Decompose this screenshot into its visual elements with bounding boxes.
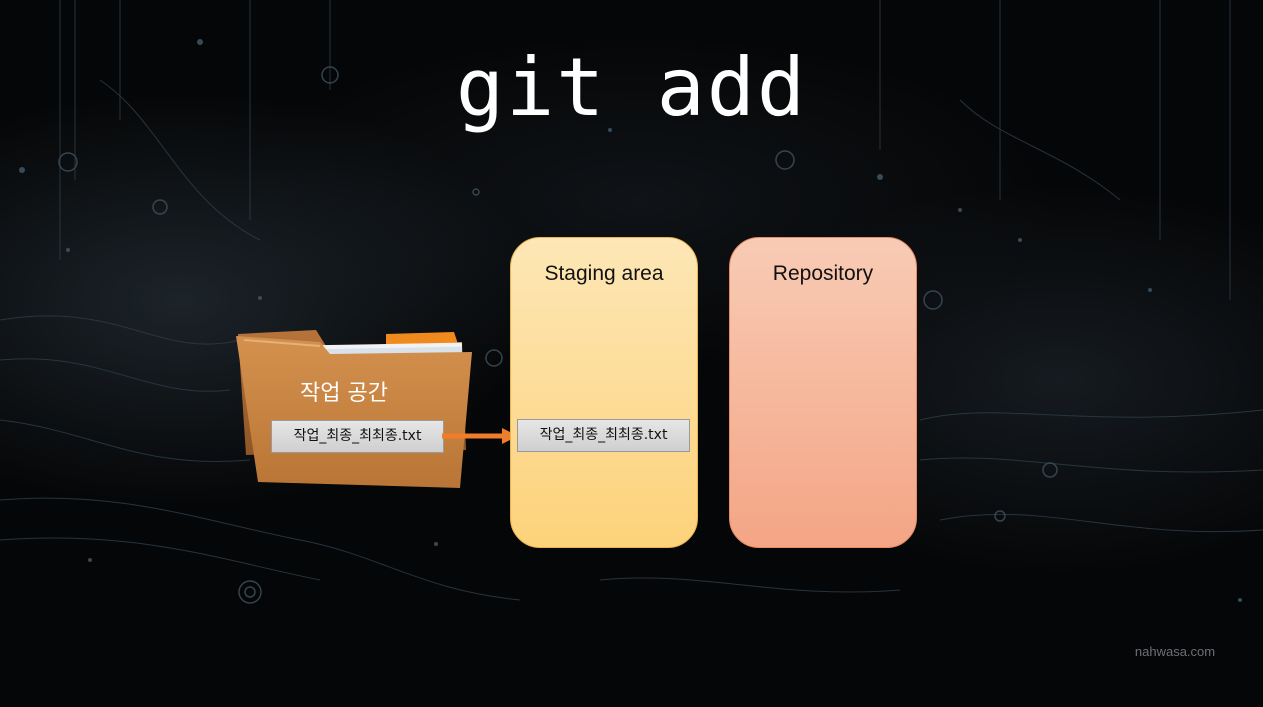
staged-file: 작업_최종_최최종.txt [517,419,690,452]
workspace-file: 작업_최종_최최종.txt [271,420,444,453]
workspace-label: 작업 공간 [300,381,388,406]
slide-title: git add [455,41,808,134]
staging-area-box: Staging area [510,237,698,548]
staging-area-label: Staging area [544,262,664,285]
repository-box: Repository [729,237,917,548]
workspace-folder-icon [236,330,478,490]
watermark: nahwasa.com [1134,644,1216,659]
add-arrow-icon [440,425,520,451]
repository-label: Repository [772,262,874,285]
